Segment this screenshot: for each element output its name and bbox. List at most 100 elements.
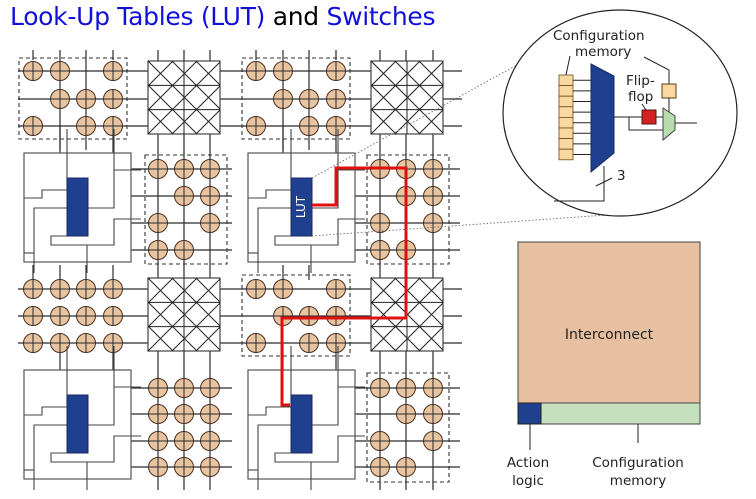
internal-wire <box>248 189 291 199</box>
red-route <box>280 166 408 407</box>
programmable-switch <box>174 457 194 477</box>
internal-wire <box>50 435 141 463</box>
zoom-circle <box>502 9 738 217</box>
programmable-switch <box>370 378 390 398</box>
programmable-switch <box>23 279 43 299</box>
programmable-switch <box>299 306 319 326</box>
select-bus <box>554 166 605 202</box>
connection-block-frame <box>241 274 351 357</box>
programmable-switch <box>50 61 70 81</box>
logic-block <box>23 346 141 490</box>
crossbar-wire <box>195 109 221 135</box>
select-cell-pointer <box>643 56 670 84</box>
programmable-switch <box>299 116 319 136</box>
programmable-switch <box>423 213 443 233</box>
programmable-switch <box>273 89 293 109</box>
programmable-switch <box>396 378 416 398</box>
programmable-switch <box>246 61 266 81</box>
programmable-switch <box>103 333 123 353</box>
crossbar-wire <box>195 277 221 303</box>
programmable-switch <box>174 378 194 398</box>
slide-title: Look-Up Tables (LUT) and Switches <box>10 2 435 31</box>
internal-wire <box>86 346 115 426</box>
programmable-switch <box>326 333 346 353</box>
programmable-switch <box>50 306 70 326</box>
programmable-switch <box>174 404 194 424</box>
memory-cells <box>558 74 591 161</box>
programmable-switch <box>299 89 319 109</box>
lut-block <box>290 394 313 454</box>
action-logic-area <box>517 402 542 425</box>
programmable-switch <box>50 279 70 299</box>
programmable-switch <box>76 279 96 299</box>
programmable-switch <box>246 279 266 299</box>
lut-label: LUT <box>294 195 308 218</box>
programmable-switch <box>148 213 168 233</box>
internal-wire <box>248 406 291 416</box>
bus-slash <box>595 177 613 187</box>
programmable-switch <box>273 61 293 81</box>
programmable-switch <box>174 240 194 260</box>
memory-cell <box>558 106 574 118</box>
area-config-memory-label-line1: Configuration <box>592 455 684 471</box>
programmable-switch <box>174 186 194 206</box>
flipflop <box>641 109 657 125</box>
config-memory-pointer <box>565 55 571 76</box>
programmable-switch <box>148 159 168 179</box>
internal-wire <box>257 207 291 273</box>
programmable-switch <box>326 89 346 109</box>
bypass-wire <box>628 117 663 131</box>
internal-wire <box>257 424 291 490</box>
config-memory-label-line1: Configuration <box>553 28 645 44</box>
programmable-switch <box>50 89 70 109</box>
programmable-switch <box>423 404 443 424</box>
programmable-switch <box>326 279 346 299</box>
flipflop-pointer <box>641 103 647 111</box>
programmable-switch <box>370 457 390 477</box>
programmable-switch <box>76 116 96 136</box>
memory-cell <box>558 138 574 150</box>
programmable-switch <box>103 89 123 109</box>
crossbar-wire <box>418 326 444 352</box>
programmable-switch <box>103 306 123 326</box>
zoom-guide-line-top <box>311 54 536 179</box>
programmable-switch <box>326 61 346 81</box>
programmable-switch <box>174 431 194 451</box>
memory-cell <box>558 117 574 129</box>
internal-wire <box>274 218 365 246</box>
programmable-switch <box>76 306 96 326</box>
connection-block-frame <box>366 154 450 265</box>
programmable-switch <box>148 378 168 398</box>
logic-block <box>23 129 141 273</box>
programmable-switch <box>423 431 443 451</box>
area-config-memory-label-line2: memory <box>610 473 666 489</box>
programmable-switch <box>423 186 443 206</box>
lut-block <box>66 394 89 454</box>
internal-wire <box>24 189 67 199</box>
config-memory-label-line2: memory <box>575 44 631 60</box>
interconnect-area <box>517 241 701 404</box>
internal-wire <box>274 435 365 463</box>
programmable-switch <box>326 116 346 136</box>
programmable-switch <box>396 404 416 424</box>
lut-mux <box>590 63 615 174</box>
connection-block-frame <box>144 154 228 265</box>
programmable-switch <box>148 457 168 477</box>
memory-cell <box>558 127 574 140</box>
programmable-switch <box>148 404 168 424</box>
connection-block-frame <box>366 372 450 483</box>
memory-cell <box>558 85 574 97</box>
fpga-grid: LUT <box>18 50 462 490</box>
crossbar-wire <box>418 60 444 86</box>
programmable-switch <box>200 431 220 451</box>
zoom-guide-line-bottom <box>311 213 621 237</box>
internal-wire <box>33 207 67 273</box>
programmable-switch <box>200 404 220 424</box>
programmable-switch <box>103 116 123 136</box>
internal-wire <box>310 346 339 426</box>
programmable-switch <box>326 306 346 326</box>
internal-wire <box>50 218 141 246</box>
programmable-switch <box>200 159 220 179</box>
programmable-switch <box>246 333 266 353</box>
